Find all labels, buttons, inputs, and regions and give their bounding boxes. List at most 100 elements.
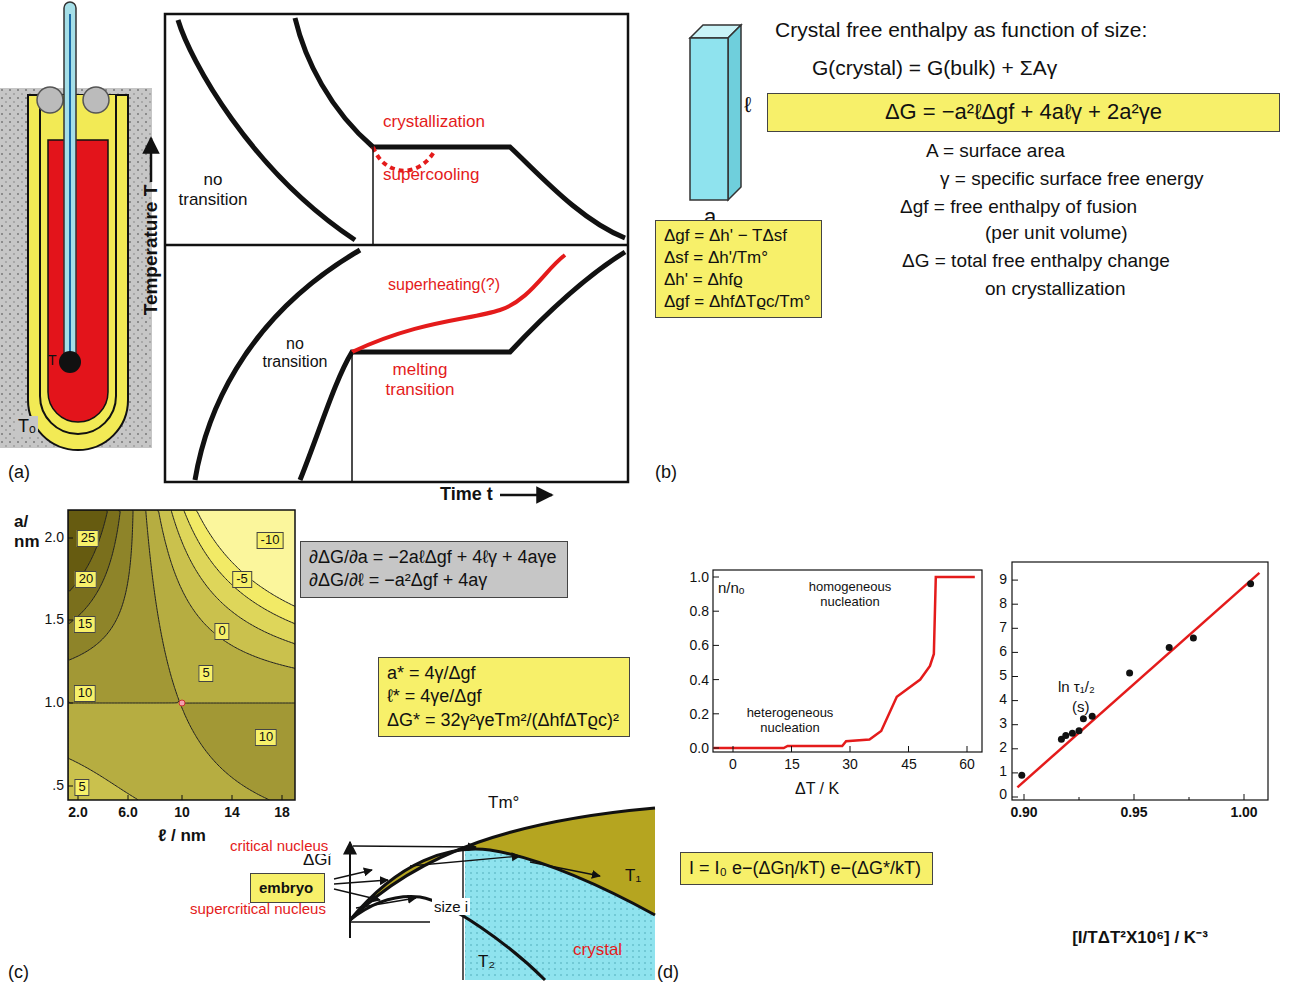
drawing-shape: [351, 352, 353, 482]
drawing-shape: [1012, 628, 1018, 629]
text-label: .5: [52, 777, 64, 793]
text-label: [I/TΔT²X10⁶] / K⁻³: [1072, 928, 1208, 948]
plot-frame: [1012, 562, 1268, 800]
data-point: [1076, 727, 1083, 734]
text-label: 30: [842, 756, 858, 772]
drawing-shape: [349, 842, 351, 938]
text-label: 2.0: [45, 529, 64, 545]
drawing-shape: [68, 786, 73, 787]
formula-text: Δgf = Δh' − TΔsf: [664, 225, 813, 247]
formula-text: I = I₀ e−(ΔGη/kT) e−(ΔG*/kT): [689, 857, 924, 880]
drawing-shape: [850, 746, 851, 752]
text-label: 25: [77, 530, 99, 547]
drawing-shape: [64, 2, 76, 360]
formula-text: Δgf = ΔhfΔTϱc/Tm°: [664, 291, 813, 313]
drawing-shape: [1012, 580, 1018, 581]
nucleation-plots: [713, 573, 1259, 800]
drawing-shape: [1134, 794, 1135, 800]
text-label: 10: [255, 729, 277, 746]
text-label: ln τ₁/₂: [1058, 678, 1095, 695]
text-label: 0: [999, 786, 1007, 802]
text-label: Crystal free enthalpy as function of siz…: [775, 18, 1147, 42]
contour-band: [68, 510, 120, 623]
contour-band: [68, 510, 295, 800]
text-label: 1: [999, 763, 1007, 779]
text-label: 1.00: [1230, 804, 1257, 820]
text-label: heterogeneous nucleation: [743, 706, 838, 736]
text-label: 15: [784, 756, 800, 772]
contour-band: [68, 510, 295, 800]
data-point: [1089, 713, 1096, 720]
text-label: 6.0: [118, 804, 137, 820]
formula-text: Δsf = Δh'/Tm°: [664, 247, 813, 269]
drawing-shape: [1012, 676, 1018, 677]
drawing-shape: [500, 494, 552, 497]
drawing-shape: [128, 795, 129, 800]
free-energy-sketch: [334, 808, 655, 980]
drawing-shape: [1012, 748, 1018, 749]
drawing-shape: [352, 255, 565, 352]
annotation-label: critical nucleus: [228, 837, 330, 854]
text-label: 0: [214, 623, 229, 640]
text-label: (b): [655, 462, 677, 483]
contour-band: [68, 510, 295, 800]
text-label: G(crystal) = G(bulk) + ΣAγ: [812, 56, 1057, 80]
dewar-apparatus: [0, 2, 152, 450]
contour-band: [68, 510, 107, 591]
drawing-shape: [410, 856, 520, 866]
text-label: Tm°: [488, 793, 519, 813]
drawing-shape: [1079, 797, 1080, 800]
time-temperature-plot: [151, 14, 628, 495]
plot-frame: [713, 570, 982, 752]
drawing-shape: [713, 611, 719, 612]
text-label: 0.4: [690, 672, 709, 688]
text-label: (c): [8, 962, 29, 982]
text-label: Time t: [440, 484, 493, 505]
text-label: a/ nm: [14, 512, 44, 551]
drawing-shape: [1012, 652, 1018, 653]
fit-line: [1017, 573, 1259, 787]
text-label: T₂: [478, 952, 495, 972]
plot-frame: [68, 510, 295, 800]
drawing-shape: [334, 870, 372, 879]
text-label: A = surface area: [926, 140, 1065, 162]
drawing-shape: [690, 38, 728, 200]
text-label: 5: [198, 665, 213, 682]
text-label: 2.0: [68, 804, 87, 820]
drawing-shape: [733, 746, 734, 752]
text-label: 1.5: [45, 611, 64, 627]
text-label: 0.0: [690, 740, 709, 756]
annotation-label: crystallization: [383, 112, 485, 132]
formula-text: ΔG = −a²ℓΔgf + 4aℓγ + 2a²γe: [776, 98, 1271, 127]
formula-box: Δgf = Δh' − TΔsfΔsf = Δh'/Tm°Δh' = ΔhfϱΔ…: [655, 220, 822, 318]
drawing-shape: [353, 846, 476, 847]
text-label: 0.2: [690, 706, 709, 722]
drawing-shape: [37, 87, 63, 113]
drawing-shape: [908, 746, 909, 752]
text-label: 1.0: [690, 569, 709, 585]
text-label: 4: [999, 691, 1007, 707]
drawing-shape: [165, 14, 628, 482]
drawing-shape: [1024, 794, 1025, 800]
contour-band: [68, 510, 133, 660]
formula-box: ΔG = −a²ℓΔgf + 4aℓγ + 2a²γe: [767, 93, 1280, 132]
drawing-shape: [150, 138, 153, 182]
drawing-shape: [1012, 604, 1018, 605]
text-label: -10: [257, 532, 284, 549]
data-point: [1062, 732, 1069, 739]
formula-box: ∂ΔG/∂a = −2aℓΔgf + 4ℓγ + 4aγe∂ΔG/∂ℓ = −a…: [300, 541, 568, 598]
drawing-shape: [713, 748, 719, 749]
contour-ground: [68, 510, 295, 800]
data-point: [1069, 730, 1076, 737]
drawing-shape: [1012, 797, 1018, 798]
data-point: [1247, 580, 1254, 587]
text-label: 1.0: [45, 694, 64, 710]
drawing-shape: [372, 147, 374, 245]
annotation-label: melting transition: [370, 360, 470, 399]
crystal-block: [690, 25, 741, 200]
drawing-shape: [350, 921, 430, 923]
drawing-shape: [1012, 700, 1018, 701]
text-label: 0.6: [690, 637, 709, 653]
saddle-point: [179, 700, 185, 706]
